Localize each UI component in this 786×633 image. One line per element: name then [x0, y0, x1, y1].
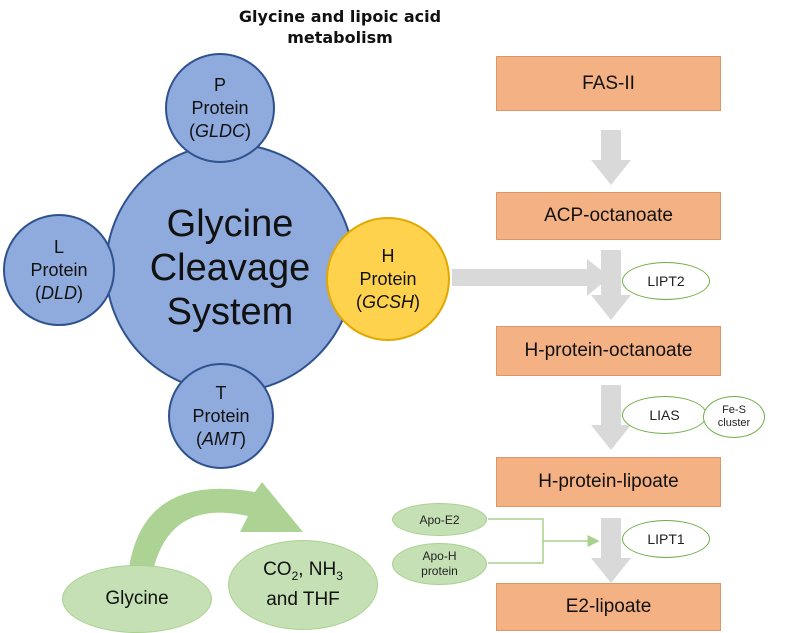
h-protein-octanoate-box: H-protein-octanoate: [496, 326, 721, 376]
lipt2-oval: LIPT2: [622, 262, 710, 300]
nh-text: , NH: [298, 559, 337, 581]
p-protein-circle: P Protein GLDC: [165, 53, 275, 163]
apo-h-line-2: protein: [421, 564, 458, 578]
apo-h-protein-oval: Apo-H protein: [392, 543, 487, 585]
h-protein-gene: GCSH: [356, 291, 420, 314]
t-protein-gene: AMT: [196, 428, 246, 451]
curved-reaction-arrow: [128, 482, 303, 575]
line-apo-e2: [488, 518, 600, 547]
title-line-1: Glycine and lipoic acid: [238, 7, 442, 26]
t-protein-letter: T: [215, 382, 227, 403]
arrow-hoct-hlip: [591, 385, 631, 450]
p-protein-word: Protein: [191, 97, 249, 118]
glycine-cleavage-system-circle: Glycine Cleavage System: [105, 143, 355, 393]
arrow-fas2-acp: [591, 130, 631, 185]
gcs-line-3: System: [166, 291, 294, 333]
t-protein-circle: T Protein AMT: [168, 363, 274, 469]
l-protein-circle: L Protein DLD: [3, 214, 115, 326]
h-protein-circle: H Protein GCSH: [326, 217, 450, 341]
lias-oval: LIAS: [622, 396, 707, 434]
nh3-subscript: 3: [336, 568, 343, 583]
gcs-line-2: Cleavage: [149, 247, 311, 289]
arrow-acp-hoct: [591, 250, 631, 320]
diagram-title: Glycine and lipoic acid metabolism: [215, 6, 465, 48]
title-line-2: metabolism: [287, 28, 393, 47]
e2-lipoate-box: E2-lipoate: [496, 583, 721, 631]
co-text: CO: [263, 559, 292, 581]
apo-h-line-1: Apo-H: [422, 549, 457, 563]
glycine-label: Glycine: [105, 588, 169, 609]
products-line-1: CO2, NH3: [263, 558, 343, 588]
arrow-hlip-e2: [591, 518, 631, 583]
fas2-box: FAS-II: [496, 56, 721, 111]
co2-subscript: 2: [291, 568, 299, 583]
products-oval: CO2, NH3 and THF: [228, 540, 378, 630]
p-protein-letter: P: [213, 74, 226, 95]
fe-s-line-1: Fe-S: [722, 404, 746, 416]
line-apo-h: [488, 541, 544, 564]
glycine-oval: Glycine: [62, 565, 212, 633]
apo-e2-oval: Apo-E2: [392, 503, 487, 536]
h-protein-word: Protein: [359, 268, 417, 289]
h-protein-letter: H: [381, 245, 395, 266]
acp-octanoate-box: ACP-octanoate: [496, 192, 721, 240]
arrow-hprotein-pathway: [452, 259, 610, 296]
gcs-line-1: Glycine: [166, 203, 294, 245]
l-protein-gene: DLD: [35, 282, 83, 305]
products-line-2: and THF: [266, 588, 340, 610]
p-protein-gene: GLDC: [189, 120, 251, 143]
fe-s-line-2: cluster: [717, 417, 751, 429]
h-protein-lipoate-box: H-protein-lipoate: [496, 457, 721, 507]
l-protein-letter: L: [53, 236, 64, 257]
fe-s-cluster-oval: Fe-S cluster: [703, 396, 765, 438]
t-protein-word: Protein: [192, 405, 250, 426]
lipt1-oval: LIPT1: [622, 520, 710, 558]
l-protein-word: Protein: [30, 259, 88, 280]
